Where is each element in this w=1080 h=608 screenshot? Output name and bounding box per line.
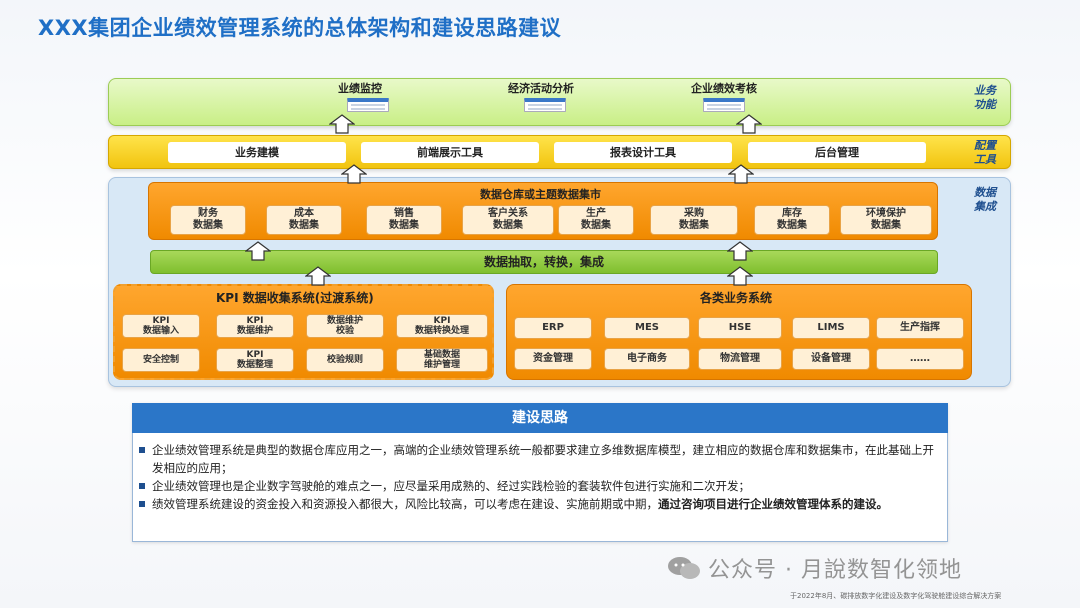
dataset-purchasing[interactable]: 采购 数据集 — [650, 205, 738, 235]
dataset-cost[interactable]: 成本 数据集 — [266, 205, 342, 235]
up-arrow-icon — [728, 164, 754, 184]
kpi-item-data-conversion[interactable]: KPI 数据转换处理 — [396, 314, 488, 338]
screenshot-thumbnail-icon — [524, 98, 566, 112]
kpi-item-security[interactable]: 安全控制 — [122, 348, 200, 372]
kpi-item-data-validation[interactable]: 数据维护 校验 — [306, 314, 384, 338]
system-fund-management[interactable]: 资金管理 — [514, 348, 592, 370]
system-mes[interactable]: MES — [604, 317, 690, 339]
up-arrow-icon — [341, 164, 367, 184]
page-title: XXX集团企业绩效管理系统的总体架构和建设思路建议 — [38, 12, 561, 42]
kpi-item-validation-rules[interactable]: 校验规则 — [306, 348, 384, 372]
config-item-backend-admin[interactable]: 后台管理 — [748, 142, 926, 163]
dataset-sales[interactable]: 销售 数据集 — [366, 205, 442, 235]
up-arrow-icon — [245, 240, 271, 262]
data-warehouse-title: 数据仓库或主题数据集市 — [480, 186, 601, 202]
system-logistics[interactable]: 物流管理 — [698, 348, 782, 370]
dataset-production[interactable]: 生产 数据集 — [558, 205, 634, 235]
ideas-bullet-1: 企业绩效管理系统是典型的数据仓库应用之一，高端的企业绩效管理系统一般都要求建立多… — [138, 441, 944, 477]
screenshot-thumbnail-icon — [347, 98, 389, 112]
footer-note: 于2022年8月、碳排放数字化建设及数字化驾驶舱建设综合解决方案 — [790, 591, 1001, 601]
config-item-report-design[interactable]: 报表设计工具 — [554, 142, 732, 163]
dataset-finance[interactable]: 财务 数据集 — [170, 205, 246, 235]
side-label-config: 配置 工具 — [965, 139, 1005, 167]
system-more[interactable]: …… — [876, 348, 964, 370]
ideas-bullet-3-bold: 通过咨询项目进行企业绩效管理体系的建设。 — [658, 497, 888, 511]
system-ecommerce[interactable]: 电子商务 — [604, 348, 690, 370]
config-item-frontend-tools[interactable]: 前端展示工具 — [361, 142, 539, 163]
side-label-business: 业务 功能 — [965, 84, 1005, 112]
dataset-inventory[interactable]: 库存 数据集 — [754, 205, 830, 235]
system-hse[interactable]: HSE — [698, 317, 782, 339]
side-label-data: 数据 集成 — [965, 186, 1005, 214]
systems-panel-title: 各类业务系统 — [700, 289, 772, 306]
biz-item-performance-monitoring[interactable]: 业绩监控 — [338, 80, 382, 96]
system-equipment[interactable]: 设备管理 — [792, 348, 870, 370]
system-erp[interactable]: ERP — [514, 317, 592, 339]
biz-item-performance-assessment[interactable]: 企业绩效考核 — [691, 80, 757, 96]
up-arrow-icon — [736, 114, 762, 134]
biz-item-economic-analysis[interactable]: 经济活动分析 — [508, 80, 574, 96]
system-production-command[interactable]: 生产指挥 — [876, 317, 964, 339]
watermark-text: 公众号 · 月說数智化领地 — [708, 552, 962, 584]
ideas-bullet-3-text: 绩效管理系统建设的资金投入和资源投入都很大，风险比较高，可以考虑在建设、实施前期… — [152, 497, 658, 511]
wechat-icon — [666, 555, 704, 581]
dataset-crm[interactable]: 客户关系 数据集 — [462, 205, 554, 235]
screenshot-thumbnail-icon — [703, 98, 745, 112]
dataset-environment[interactable]: 环境保护 数据集 — [840, 205, 932, 235]
up-arrow-icon — [329, 114, 355, 134]
up-arrow-icon — [727, 240, 753, 262]
ideas-header: 建设思路 — [132, 403, 948, 433]
ideas-bullet-2: 企业绩效管理也是企业数字驾驶舱的难点之一，应尽量采用成熟的、经过实践检验的套装软… — [138, 477, 944, 495]
up-arrow-icon — [727, 266, 753, 286]
kpi-panel-title: KPI 数据收集系统(过渡系统) — [216, 289, 374, 306]
kpi-item-data-input[interactable]: KPI 数据输入 — [122, 314, 200, 338]
config-item-business-modeling[interactable]: 业务建模 — [168, 142, 346, 163]
ideas-bullet-list: 企业绩效管理系统是典型的数据仓库应用之一，高端的企业绩效管理系统一般都要求建立多… — [138, 441, 944, 513]
kpi-item-data-maintenance[interactable]: KPI 数据维护 — [216, 314, 294, 338]
up-arrow-icon — [305, 266, 331, 286]
ideas-bullet-3: 绩效管理系统建设的资金投入和资源投入都很大，风险比较高，可以考虑在建设、实施前期… — [138, 495, 944, 513]
kpi-item-base-data-maintenance[interactable]: 基础数据 维护管理 — [396, 348, 488, 372]
kpi-item-data-organize[interactable]: KPI 数据整理 — [216, 348, 294, 372]
system-lims[interactable]: LIMS — [792, 317, 870, 339]
